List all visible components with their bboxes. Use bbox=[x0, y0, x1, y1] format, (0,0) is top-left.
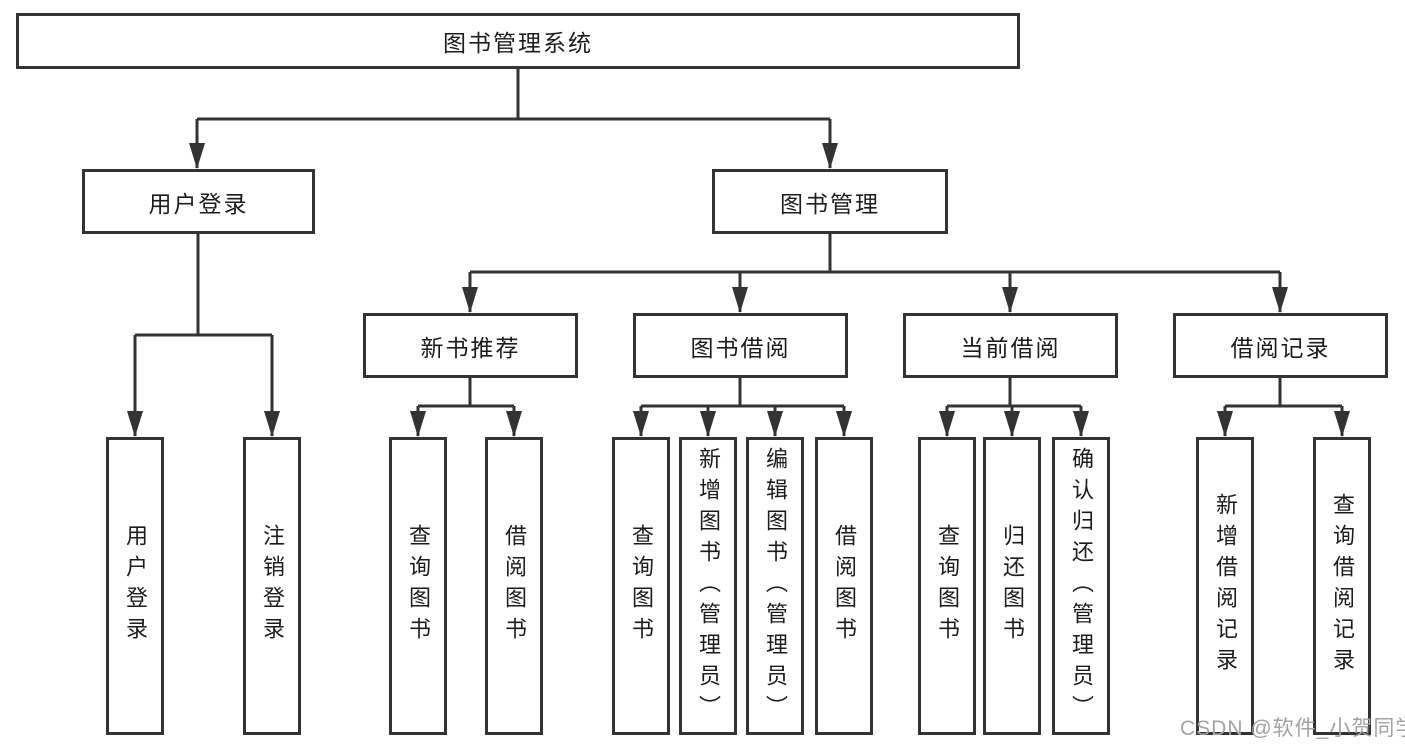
node-book-borrowing: 图书借阅 bbox=[633, 313, 848, 378]
leaf-label: 编辑图书（管理员） bbox=[763, 446, 788, 726]
leaf-query-books-borrowing: 查询图书 bbox=[612, 437, 670, 735]
leaf-user-login: 用户登录 bbox=[106, 437, 164, 735]
node-label: 当前借阅 bbox=[960, 334, 1061, 361]
leaf-label: 查询图书 bbox=[406, 524, 431, 648]
leaf-borrow-books-recommend: 借阅图书 bbox=[485, 437, 543, 735]
leaf-query-borrow-record: 查询借阅记录 bbox=[1313, 437, 1371, 735]
node-book-management: 图书管理 bbox=[712, 169, 948, 234]
node-label: 图书管理系统 bbox=[443, 30, 593, 56]
node-user-login: 用户登录 bbox=[82, 169, 315, 234]
leaf-label: 借阅图书 bbox=[832, 524, 857, 648]
node-label: 图书管理 bbox=[780, 190, 880, 217]
node-label: 图书借阅 bbox=[690, 334, 791, 361]
leaf-label: 确认归还（管理员） bbox=[1069, 446, 1094, 726]
leaf-label: 归还图书 bbox=[1000, 524, 1025, 648]
node-label: 用户登录 bbox=[148, 190, 249, 217]
node-label: 借阅记录 bbox=[1230, 334, 1331, 361]
leaf-edit-books-admin: 编辑图书（管理员） bbox=[746, 437, 804, 735]
leaf-logout: 注销登录 bbox=[243, 437, 301, 735]
leaf-return-books: 归还图书 bbox=[983, 437, 1041, 735]
leaf-label: 查询图书 bbox=[629, 524, 654, 648]
node-current-borrowing: 当前借阅 bbox=[903, 313, 1118, 378]
leaf-add-books-admin: 新增图书（管理员） bbox=[679, 437, 737, 735]
leaf-label: 注销登录 bbox=[260, 524, 285, 648]
node-borrowing-records: 借阅记录 bbox=[1173, 313, 1388, 378]
node-root: 图书管理系统 bbox=[16, 13, 1020, 69]
leaf-label: 借阅图书 bbox=[502, 524, 527, 648]
leaf-borrow-books-borrowing: 借阅图书 bbox=[815, 437, 873, 735]
leaf-label: 新增图书（管理员） bbox=[696, 446, 721, 726]
leaf-label: 用户登录 bbox=[123, 524, 148, 648]
node-label: 新书推荐 bbox=[420, 334, 521, 361]
leaf-label: 新增借阅记录 bbox=[1213, 493, 1238, 679]
node-new-book-recommendation: 新书推荐 bbox=[363, 313, 578, 378]
leaf-add-borrow-record: 新增借阅记录 bbox=[1196, 437, 1254, 735]
leaf-query-books-current: 查询图书 bbox=[918, 437, 976, 735]
watermark: CSDN @软件_小贺同学 bbox=[1180, 717, 1405, 740]
leaf-label: 查询借阅记录 bbox=[1330, 493, 1355, 679]
leaf-label: 查询图书 bbox=[935, 524, 960, 648]
leaf-query-books-recommend: 查询图书 bbox=[389, 437, 447, 735]
leaf-confirm-return-admin: 确认归还（管理员） bbox=[1052, 437, 1110, 735]
